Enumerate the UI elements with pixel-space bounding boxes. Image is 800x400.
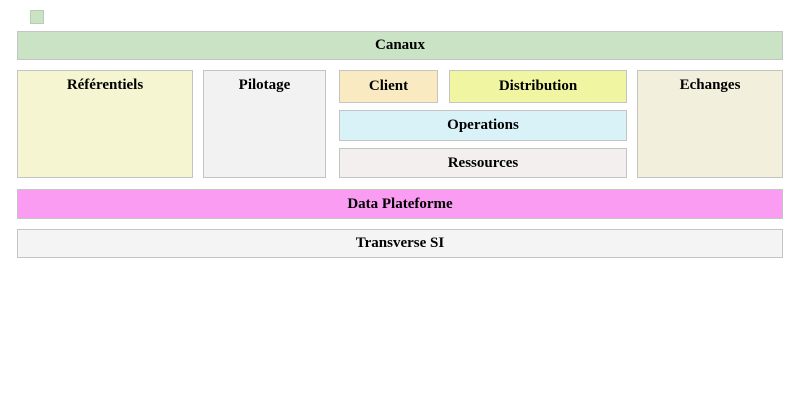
block-echanges: Echanges <box>637 70 783 178</box>
block-ressources: Ressources <box>339 148 627 178</box>
legend-color-swatch <box>30 10 44 24</box>
block-referentiels: Référentiels <box>17 70 193 178</box>
block-transverse-si-label: Transverse SI <box>355 235 445 251</box>
block-distribution-label: Distribution <box>498 78 578 94</box>
block-data-plateforme-label: Data Plateforme <box>347 195 453 212</box>
block-operations: Operations <box>339 110 627 141</box>
block-pilotage: Pilotage <box>203 70 326 178</box>
block-operations-label: Operations <box>447 117 519 133</box>
block-transverse-si: Transverse SI <box>17 229 783 258</box>
block-ressources-label: Ressources <box>447 154 519 171</box>
block-pilotage-label: Pilotage <box>238 77 291 93</box>
block-referentiels-label: Référentiels <box>66 77 144 93</box>
block-data-plateforme: Data Plateforme <box>17 189 783 219</box>
block-canaux-label: Canaux <box>374 37 426 53</box>
block-client-label: Client <box>368 78 409 94</box>
block-distribution: Distribution <box>449 70 627 103</box>
block-echanges-label: Echanges <box>679 77 741 93</box>
block-canaux: Canaux <box>17 31 783 60</box>
block-client: Client <box>339 70 438 103</box>
